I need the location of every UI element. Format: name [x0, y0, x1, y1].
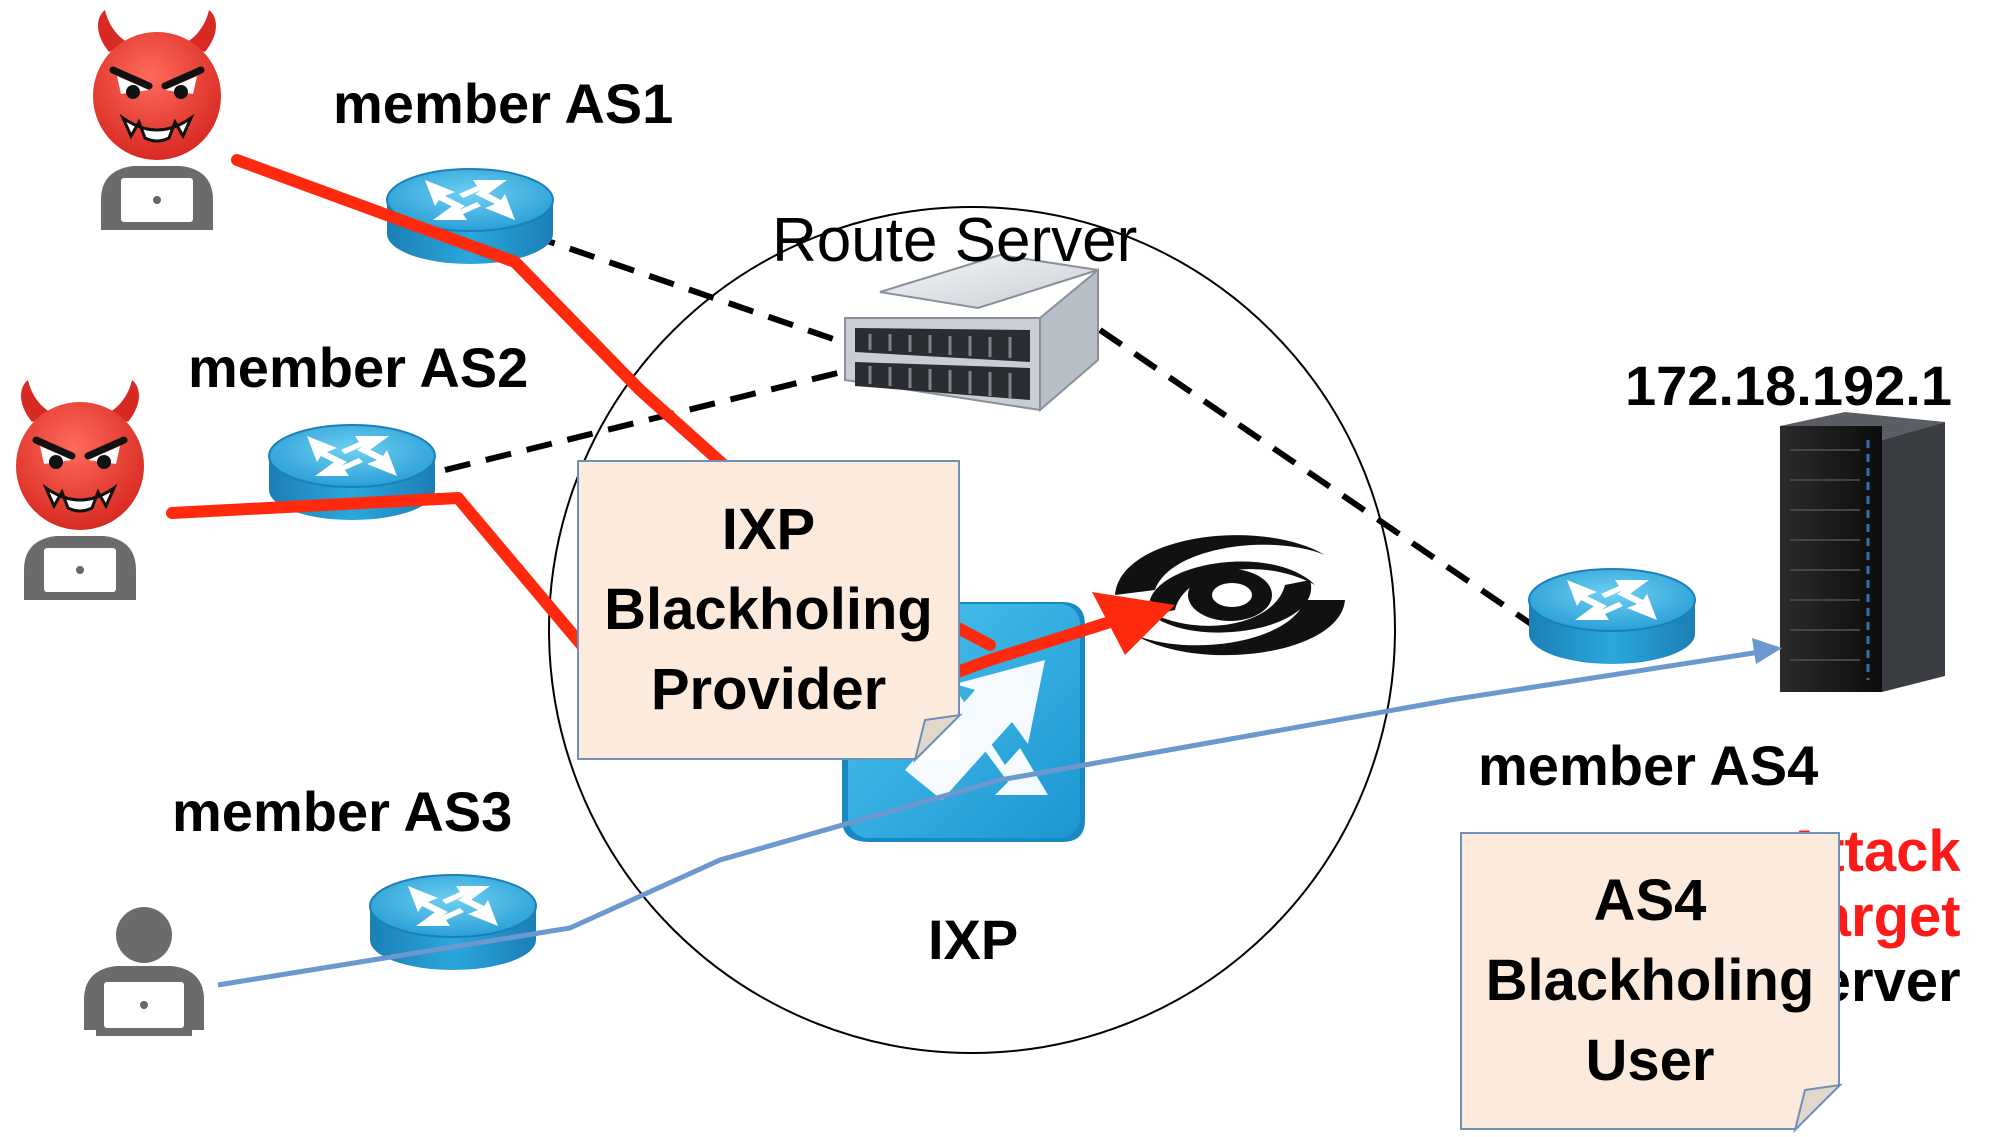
bgp-session-as4 — [1098, 327, 1542, 633]
note-line: Provider — [650, 657, 887, 723]
label-target-ip: 172.18.192.1 — [1625, 354, 1952, 417]
note-line: IXP — [721, 496, 816, 562]
bgp-session-as1 — [529, 232, 881, 358]
note-ixp-blackholing-provider: IXP Blackholing Provider — [577, 460, 960, 760]
label-member-as3: member AS3 — [172, 780, 513, 843]
note-line: Blackholing — [1485, 947, 1815, 1013]
bgp-sessions — [444, 232, 1542, 633]
attack-arrowhead — [1092, 592, 1175, 655]
target-server-icon — [1780, 412, 1945, 692]
legit-traffic-path — [217, 638, 1782, 988]
note-as4-blackholing-user: AS4 Blackholing User — [1460, 832, 1840, 1130]
bgp-session-as2 — [444, 362, 871, 473]
note-line: AS4 — [1593, 867, 1707, 933]
benign-user-icon — [84, 907, 204, 1036]
label-member-as4: member AS4 — [1478, 734, 1819, 797]
label-member-as1: member AS1 — [333, 72, 674, 135]
blackhole-icon — [1115, 535, 1345, 656]
route-server-icon — [844, 253, 1099, 413]
note-line: User — [1585, 1028, 1715, 1094]
ixp-boundary — [548, 206, 1396, 1054]
router-icon — [1528, 568, 1696, 665]
note-line: Blackholing — [604, 576, 933, 642]
label-member-as2: member AS2 — [188, 336, 529, 399]
devil-attacker-icon — [16, 380, 144, 600]
label-route-server: Route Server — [772, 206, 1138, 275]
label-ixp: IXP — [928, 908, 1019, 971]
devil-attacker-icon — [93, 10, 221, 230]
